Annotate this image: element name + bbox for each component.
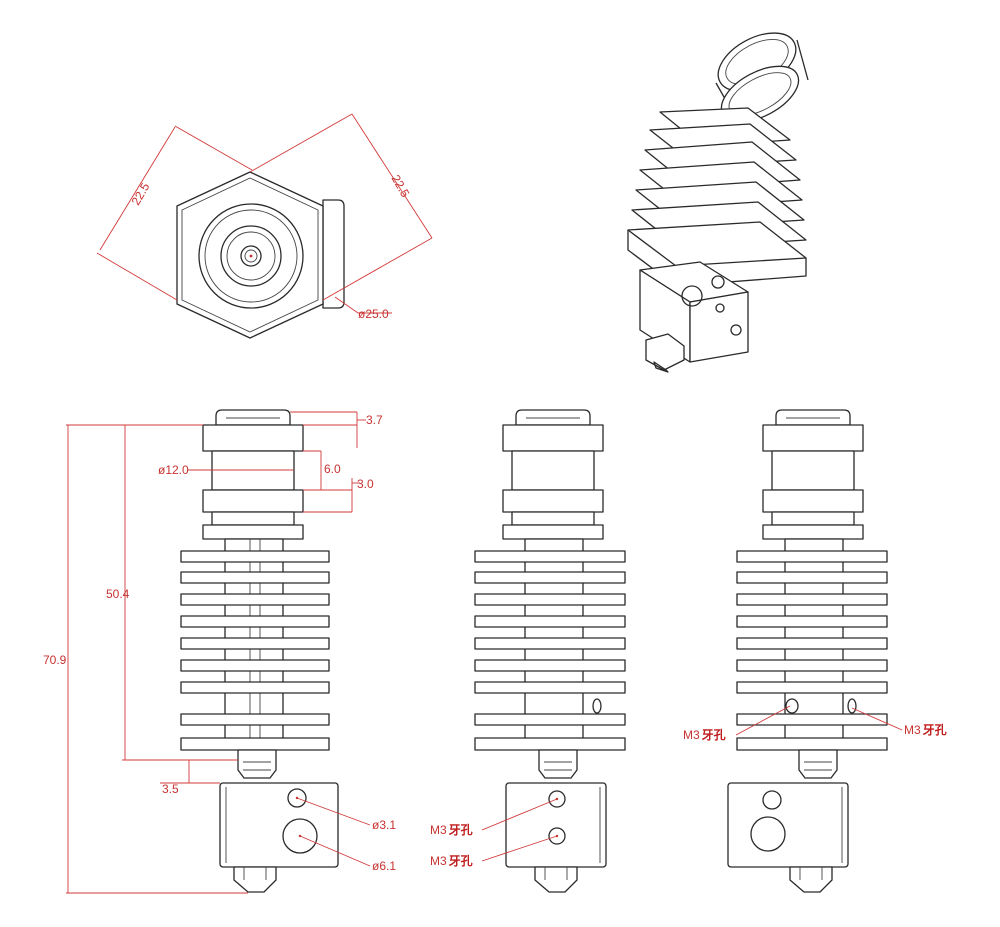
dim-gap: 3.5 [162,782,179,796]
hole-small-label: ø3.1 [372,818,396,832]
rear-thread-hole-left [785,698,799,714]
front-dimensions [66,411,371,894]
dim-total: 70.9 [43,653,67,667]
thread-hole-bottom [548,827,566,845]
front-view: 70.9 50.4 3.5 3.7 6.0 3.0 ø12.0 ø3.1 ø6.… [43,409,396,894]
flat-dim-left: 22.5 [129,180,153,208]
hole-large-label: ø6.1 [372,859,396,873]
dim-body: 50.4 [106,587,130,601]
dim-neck: 6.0 [324,462,341,476]
dim-cap: 3.7 [366,413,383,427]
thread-hole-top [548,790,566,808]
diameter-dim: ø25.0 [358,307,389,321]
dim-neck-dia: ø12.0 [158,463,189,477]
dim-collar: 3.0 [357,477,374,491]
hex-chamfer [181,177,319,333]
hex-body [176,171,324,339]
outer-ring [198,203,304,309]
top-dimensions [96,113,433,314]
side-tab [322,199,345,309]
hole-small [287,788,307,808]
top-view: 22.5 22.5 ø25.0 [96,113,433,339]
flat-dim-right: 22.5 [389,172,413,200]
inner-ring [220,225,282,287]
hole-large [282,818,318,854]
isometric-view [627,32,809,373]
rear-thread-hole-right [847,698,857,714]
nozzle-bore [240,245,262,267]
